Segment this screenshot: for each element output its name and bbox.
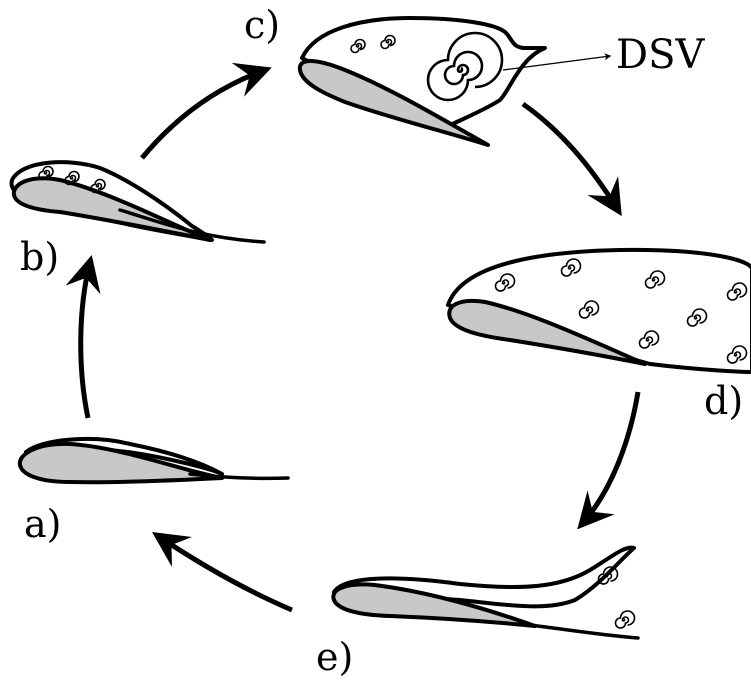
stage-e-airfoil-group [331, 545, 640, 640]
stage-e-airfoil [331, 582, 537, 628]
stage-b-vortex [64, 170, 80, 186]
stage-b-label: b) [20, 235, 59, 279]
stage-c-small-vortex [380, 34, 396, 50]
stage-d-vortex [638, 330, 660, 349]
stage-d-vortex [578, 300, 600, 319]
stage-e-vortex [597, 566, 619, 585]
stage-d-airfoil [447, 299, 647, 366]
stage-d-vortex [644, 270, 666, 289]
dsv-leader-line [502, 53, 612, 71]
stage-c-label: c) [244, 3, 280, 47]
stage-a-wake [188, 472, 290, 481]
arrow-a-to-b [65, 255, 101, 419]
arrow-d-to-e [577, 391, 641, 530]
stage-e-wake [528, 623, 640, 640]
stage-b-vortex [90, 178, 106, 194]
stage-d-vortex [560, 258, 582, 277]
stage-d-vortex [686, 308, 708, 327]
stage-c-small-vortex [350, 38, 366, 54]
stage-a-airfoil-group [17, 436, 290, 485]
stage-d-airfoil-group [446, 247, 751, 374]
stage-c-airfoil-group [297, 16, 612, 147]
stage-b-airfoil-group [9, 160, 266, 244]
dsv-label: DSV [616, 32, 705, 78]
stage-d-vortex [726, 345, 748, 364]
stage-b-vortex [38, 165, 54, 181]
stage-a-airfoil [17, 441, 224, 485]
stage-e-vortex [614, 610, 636, 629]
arrow-e-to-a [152, 532, 293, 613]
stage-c-airfoil [297, 59, 490, 147]
stage-e-label: e) [316, 635, 353, 679]
arrow-b-to-c [140, 62, 272, 160]
stage-d-vortex [726, 282, 748, 301]
stage-b-airfoil [11, 176, 212, 242]
dsv-vortex-spiral [426, 31, 504, 102]
stage-b-wake [118, 208, 266, 244]
stage-d-label: d) [704, 379, 743, 423]
stage-a-label: a) [24, 502, 61, 546]
arrow-c-to-d [521, 101, 622, 217]
stage-d-vortex [494, 273, 516, 292]
